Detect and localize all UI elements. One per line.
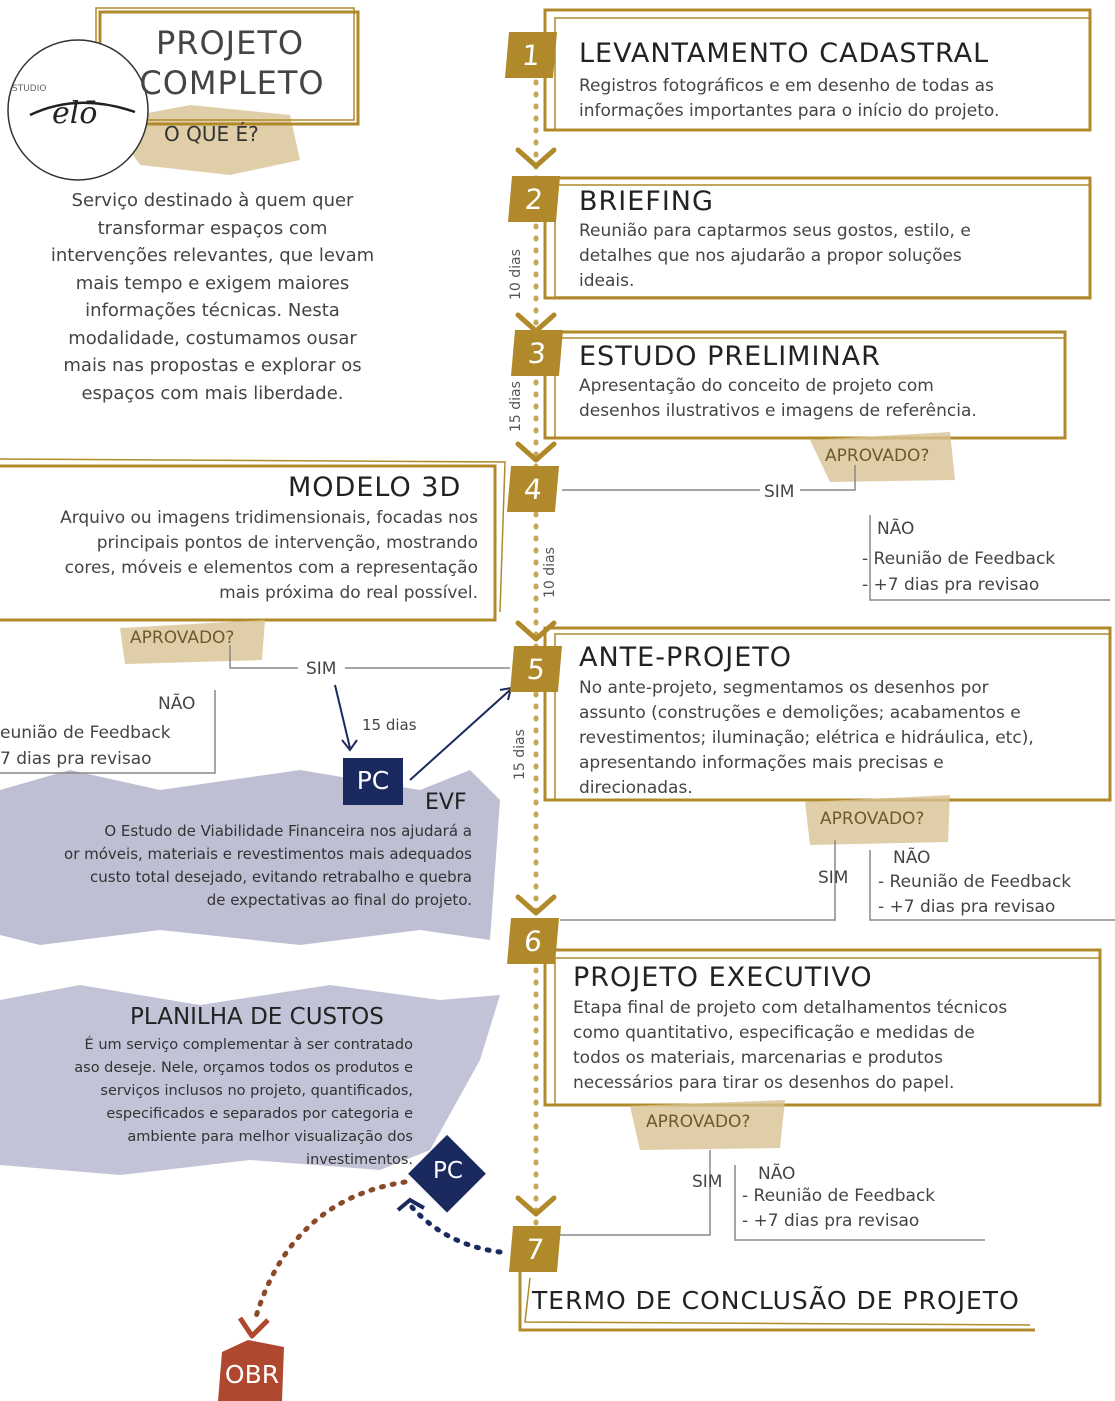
header-title-line1: PROJETO: [155, 24, 305, 62]
step5-number: 5: [509, 646, 563, 692]
header-subtitle: O QUE É?: [164, 122, 259, 146]
step3-title: ESTUDO PRELIMINAR: [579, 341, 881, 372]
approval-no-4: NÃO: [158, 694, 196, 714]
approval-yes-3: SIM: [764, 482, 795, 502]
step5-title: ANTE-PROJETO: [579, 642, 793, 673]
obr-badge-label: OBR: [224, 1360, 280, 1389]
pc-badge-evf-label: PC: [356, 766, 390, 795]
approval-yes-6: SIM: [692, 1172, 723, 1192]
chevron-icon: [515, 441, 557, 463]
step7-frame: [518, 1270, 1035, 1332]
approval-question-5: APROVADO?: [820, 809, 925, 829]
planilha-description: É um serviço complementar à ser contrata…: [74, 1037, 413, 1168]
pc-to-obr-arrow: [252, 1179, 408, 1323]
approval-yes-4: SIM: [306, 659, 337, 679]
approval-no-5: NÃO: [893, 848, 931, 868]
chevron-icon: [515, 1195, 557, 1217]
planilha-title: PLANILHA DE CUSTOS: [130, 1004, 384, 1030]
approval-feedback-4b: 7 dias pra revisao: [0, 749, 152, 769]
step6-title: PROJETO EXECUTIVO: [573, 962, 873, 993]
evf-title: EVF: [425, 790, 467, 815]
approval-feedback-3a: - Reunião de Feedback: [862, 549, 1056, 569]
step3-description: Apresentação do conceito de projeto com …: [579, 376, 977, 421]
intro-text: Serviço destinado à quem quer transforma…: [50, 190, 375, 404]
logo-script: elō: [52, 96, 98, 131]
planilha-background: [0, 985, 500, 1175]
logo-circle: [7, 39, 149, 181]
obr-badge: [218, 1340, 284, 1401]
evf-background: [0, 770, 500, 945]
duration-step4: 10 dias: [542, 547, 558, 598]
pc-to-step7-arrow: [407, 1202, 503, 1255]
approval-no-6: NÃO: [758, 1164, 796, 1184]
step1-number: 1: [504, 32, 558, 78]
header-title-line2: COMPLETO: [139, 64, 325, 102]
step2-title: BRIEFING: [579, 186, 714, 217]
approval-question-3: APROVADO?: [825, 446, 930, 466]
duration-step2: 10 dias: [508, 249, 524, 300]
step3-number: 3: [510, 330, 564, 376]
step7-title: TERMO DE CONCLUSÃO DE PROJETO: [532, 1286, 1020, 1315]
pc-badge-planilha-label: PC: [433, 1158, 463, 1184]
step7-number: 7: [508, 1226, 562, 1272]
approval-feedback-6b: - +7 dias pra revisao: [742, 1211, 920, 1231]
chevron-icon: [515, 894, 557, 916]
approval-feedback-5b: - +7 dias pra revisao: [878, 897, 1056, 917]
approval-no-3: NÃO: [877, 519, 915, 539]
step4-title: MODELO 3D: [288, 472, 462, 503]
step2-number: 2: [507, 176, 561, 222]
duration-pc: 15 dias: [362, 716, 417, 734]
approval-question-6: APROVADO?: [646, 1112, 751, 1132]
approval-feedback-5a: - Reunião de Feedback: [878, 872, 1072, 892]
logo-small-text: STUDIO: [12, 84, 47, 94]
approval-feedback-6a: - Reunião de Feedback: [742, 1186, 936, 1206]
step4-frame: [0, 464, 497, 622]
chevron-icon: [515, 147, 557, 169]
step1-description: Registros fotográficos e em desenho de t…: [579, 76, 1000, 121]
duration-step3: 15 dias: [508, 381, 524, 432]
approval-question-4: APROVADO?: [130, 628, 235, 648]
step2-description: Reunião para captarmos seus gostos, esti…: [579, 221, 971, 291]
approval-feedback-4a: eunião de Feedback: [0, 723, 171, 743]
evf-description: O Estudo de Viabilidade Financeira nos a…: [64, 822, 472, 909]
step6-description: Etapa final de projeto com detalhamentos…: [573, 998, 1008, 1093]
duration-step5: 15 dias: [512, 729, 528, 780]
step4-number: 4: [506, 466, 560, 512]
step4-description: Arquivo ou imagens tridimensionais, foca…: [60, 508, 478, 603]
chevron-icon: [515, 620, 557, 642]
step5-description: No ante-projeto, segmentamos os desenhos…: [579, 678, 1034, 798]
pc-badge-evf: [343, 758, 403, 805]
step6-number: 6: [506, 918, 560, 964]
approval-yes-5: SIM: [818, 868, 849, 888]
approval-feedback-3b: - +7 dias pra revisao: [862, 575, 1040, 595]
step1-title: LEVANTAMENTO CADASTRAL: [579, 38, 990, 69]
